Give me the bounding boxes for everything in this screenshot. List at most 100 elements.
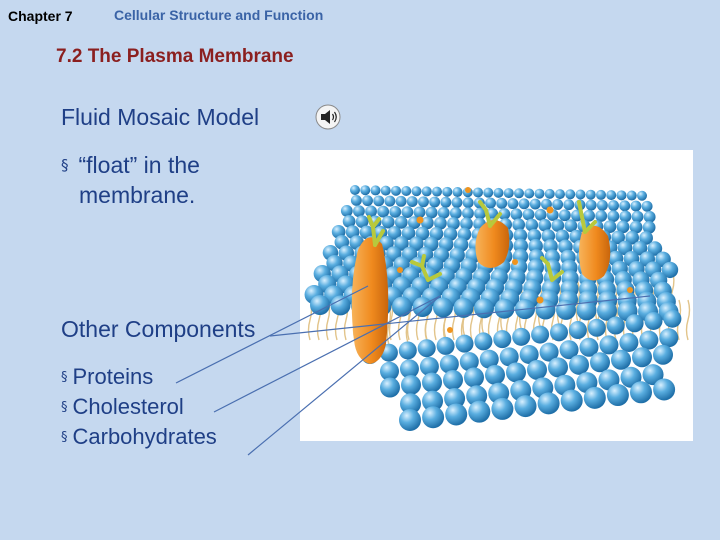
speaker-icon[interactable] bbox=[315, 104, 341, 130]
lipid-head bbox=[642, 201, 653, 212]
lipid-head bbox=[401, 186, 411, 196]
lipid-head bbox=[611, 350, 631, 370]
fluid-mosaic-title: Fluid Mosaic Model bbox=[61, 104, 259, 131]
lipid-head bbox=[396, 196, 407, 207]
lipid-head bbox=[463, 197, 474, 208]
lipid-head bbox=[350, 185, 360, 195]
component-label: Cholesterol bbox=[73, 394, 184, 419]
lipid-head bbox=[442, 187, 452, 197]
lipid-head bbox=[619, 200, 630, 211]
bullet-marker: § bbox=[61, 370, 68, 385]
lipid-head bbox=[422, 406, 444, 428]
lipid-head bbox=[545, 189, 555, 199]
list-item-proteins: §Proteins bbox=[61, 362, 217, 392]
lipid-head bbox=[561, 390, 583, 412]
lipid-head bbox=[380, 378, 400, 398]
lipid-head bbox=[548, 357, 568, 377]
lipid-head bbox=[608, 200, 619, 211]
lipid-head bbox=[432, 187, 442, 197]
section-title: Cellular Structure and Function bbox=[114, 7, 323, 23]
lipid-head bbox=[429, 197, 440, 208]
lipid-head bbox=[485, 198, 496, 209]
lipid-head bbox=[464, 367, 484, 387]
lipid-head bbox=[485, 365, 505, 385]
lipid-head bbox=[527, 360, 547, 380]
lipid-head bbox=[473, 187, 483, 197]
lipid-head bbox=[630, 381, 652, 403]
lipid-head bbox=[377, 206, 389, 218]
slide-heading: 7.2 The Plasma Membrane bbox=[56, 46, 294, 68]
lower-lipid-layer bbox=[361, 310, 681, 431]
lipid-head bbox=[433, 297, 453, 317]
lipid-head bbox=[310, 295, 330, 315]
lipid-head bbox=[645, 312, 663, 330]
lipid-head bbox=[590, 352, 610, 372]
lipid-head bbox=[401, 206, 413, 218]
lipid-head bbox=[569, 355, 589, 375]
lipid-head bbox=[389, 206, 401, 218]
lipid-head bbox=[437, 337, 455, 355]
bullet-text-line1: “float” in the bbox=[79, 152, 200, 178]
lipid-head bbox=[456, 335, 474, 353]
lipid-head bbox=[632, 211, 644, 223]
lipid-head bbox=[384, 196, 395, 207]
lipid-head bbox=[468, 401, 490, 423]
lipid-head bbox=[496, 198, 507, 209]
lipid-head bbox=[474, 298, 494, 318]
lipid-head bbox=[586, 200, 597, 211]
lipid-head bbox=[630, 201, 641, 212]
lipid-head bbox=[422, 372, 442, 392]
lipid-head bbox=[559, 209, 571, 221]
bullet-marker: § bbox=[61, 156, 69, 174]
lipid-head bbox=[454, 298, 474, 318]
lipid-head bbox=[653, 379, 675, 401]
lipid-head bbox=[512, 328, 530, 346]
lipid-head bbox=[462, 207, 474, 219]
lipid-head bbox=[507, 198, 518, 209]
lipid-head bbox=[632, 347, 652, 367]
lipid-head bbox=[511, 208, 523, 220]
lipid-head bbox=[474, 332, 492, 350]
lipid-head bbox=[519, 198, 530, 209]
lipid-head bbox=[538, 392, 560, 414]
lipid-head bbox=[552, 199, 563, 210]
lipid-head bbox=[399, 409, 421, 431]
other-components-title: Other Components bbox=[61, 316, 255, 343]
lipid-head bbox=[422, 186, 432, 196]
list-item-cholesterol: §Cholesterol bbox=[61, 392, 217, 422]
membrane-illustration bbox=[300, 150, 693, 441]
lipid-head bbox=[523, 209, 535, 221]
lipid-head bbox=[483, 188, 493, 198]
lipid-head bbox=[637, 191, 647, 201]
lipid-head bbox=[607, 317, 625, 335]
bullet-text-line2: membrane. bbox=[61, 180, 301, 210]
lipid-head bbox=[504, 188, 514, 198]
lipid-head bbox=[515, 395, 537, 417]
lipid-head bbox=[555, 189, 565, 199]
lipid-head bbox=[597, 200, 608, 211]
lipid-head bbox=[596, 190, 606, 200]
lipid-head bbox=[412, 186, 422, 196]
lipid-head bbox=[401, 375, 421, 395]
lipid-head bbox=[653, 345, 673, 365]
lipid-head bbox=[576, 190, 586, 200]
lipid-head bbox=[450, 207, 462, 219]
lipid-head bbox=[360, 185, 370, 195]
lipid-head bbox=[362, 195, 373, 206]
lipid-head bbox=[619, 333, 638, 352]
lipid-head bbox=[418, 196, 429, 207]
lipid-head bbox=[663, 310, 681, 328]
lipid-head bbox=[515, 299, 535, 319]
lipid-head bbox=[392, 297, 412, 317]
bullet-marker: § bbox=[61, 430, 68, 445]
lipid-head bbox=[381, 186, 391, 196]
lipid-head bbox=[584, 387, 606, 409]
membrane-figure bbox=[300, 150, 693, 441]
lipid-head bbox=[391, 186, 401, 196]
component-list: §Proteins §Cholesterol §Carbohydrates bbox=[61, 362, 217, 452]
lipid-head bbox=[371, 185, 381, 195]
lipid-head bbox=[620, 211, 632, 223]
lipid-head bbox=[440, 197, 451, 208]
lipid-head bbox=[569, 321, 587, 339]
list-item-carbohydrates: §Carbohydrates bbox=[61, 422, 217, 452]
